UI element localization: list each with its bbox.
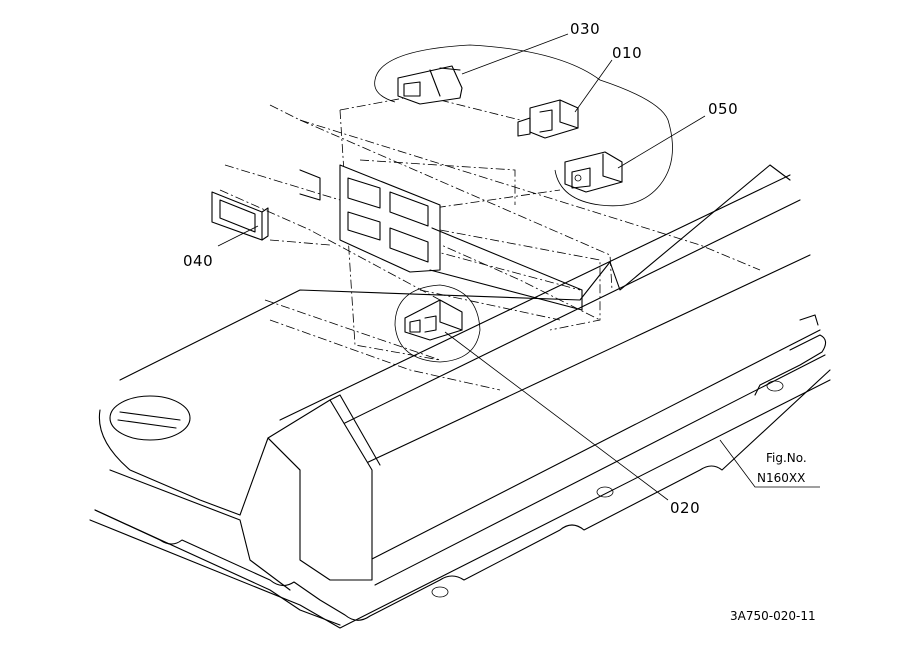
fig-label: Fig.No. [766, 451, 807, 465]
callout-010: 010 [612, 44, 642, 62]
part-040-bezel [211, 191, 269, 241]
part-050-switch [564, 151, 623, 193]
fig-number: N160XX [757, 471, 805, 485]
leader-lines [217, 33, 820, 501]
part-030-switch [397, 65, 463, 105]
callout-030: 030 [570, 20, 600, 38]
drawing-code: 3A750-020-11 [730, 609, 816, 623]
switch-panel [299, 164, 583, 311]
part-010-switch [517, 99, 579, 139]
housing-body [89, 164, 831, 629]
callout-040: 040 [183, 252, 213, 270]
part-020-switch [404, 299, 463, 341]
guide-lines [219, 94, 761, 391]
callout-050: 050 [708, 100, 738, 118]
group-outlines [374, 44, 673, 363]
callout-020: 020 [670, 499, 700, 517]
